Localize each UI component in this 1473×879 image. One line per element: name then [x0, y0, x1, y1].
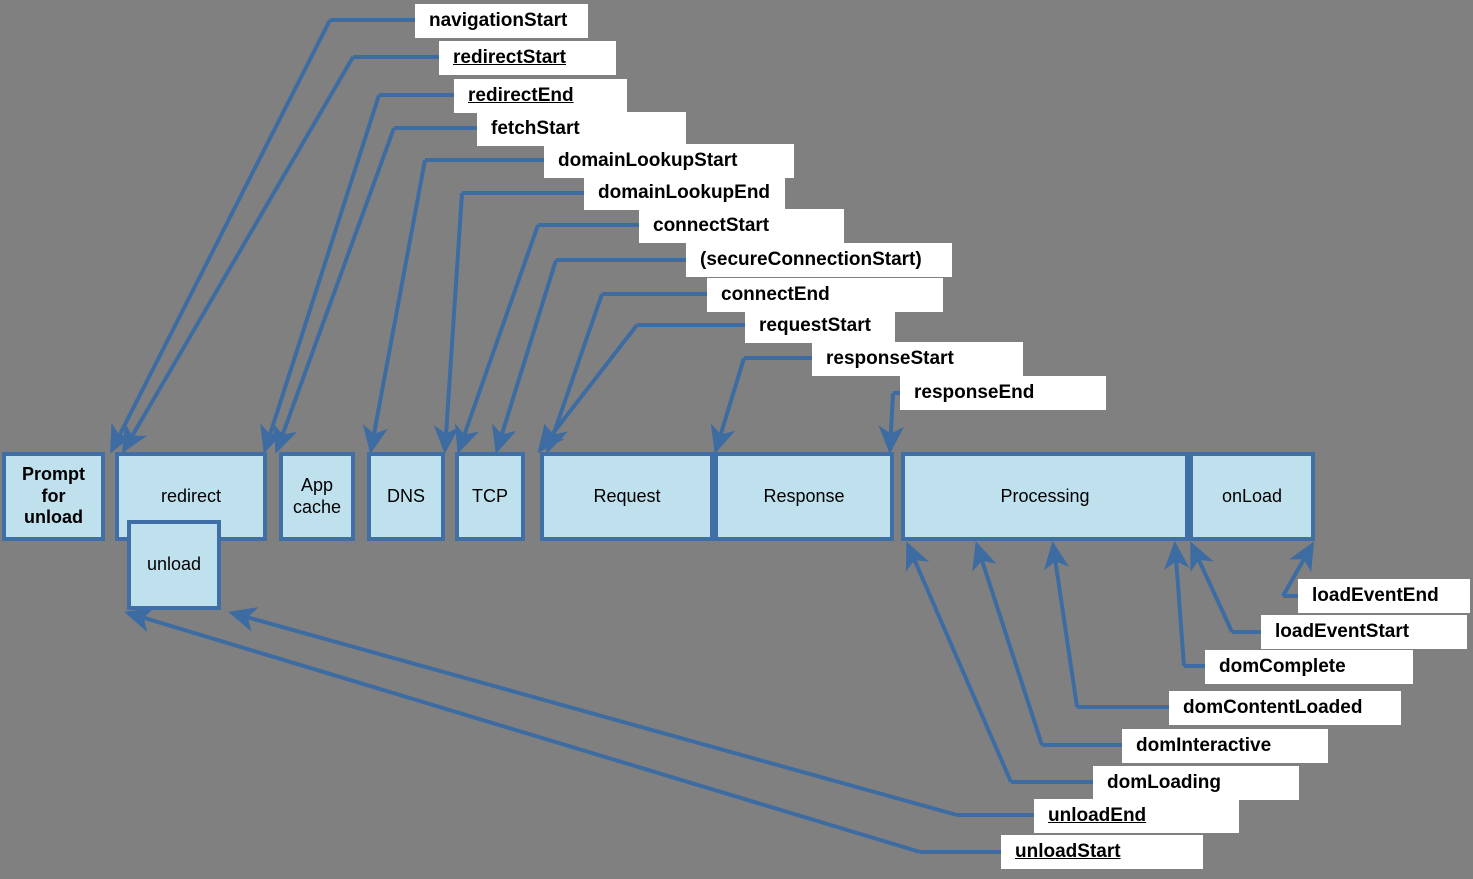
callout-dom-complete-label: domComplete	[1219, 656, 1346, 677]
callout-load-event-end[interactable]: loadEventEnd	[1298, 579, 1470, 613]
callout-dom-interactive-label: domInteractive	[1136, 735, 1272, 756]
callout-domain-lookup-end[interactable]: domainLookupEnd	[584, 176, 785, 210]
wire-unload-start-rise	[124, 607, 921, 854]
callout-dom-content-loaded[interactable]: domContentLoaded	[1169, 691, 1401, 725]
wire-dom-interactive-rise	[972, 541, 1044, 746]
callout-connect-end-label: connectEnd	[721, 284, 830, 305]
phase-tcp[interactable]: TCP	[455, 452, 525, 541]
wire-request-start-drop	[537, 323, 639, 454]
callout-secure-connection-start[interactable]: (secureConnectionStart)	[686, 243, 952, 277]
callout-navigation-start-label: navigationStart	[429, 10, 568, 31]
callout-dom-complete[interactable]: domComplete	[1205, 650, 1413, 684]
wire-connect-start-drop	[454, 224, 540, 454]
callout-request-start-label: requestStart	[759, 315, 871, 336]
wire-fetch-start-drop	[273, 127, 396, 454]
callout-unload-start[interactable]: unloadStart	[1001, 835, 1203, 869]
phase-processing-label: Processing	[1000, 485, 1090, 506]
callout-dom-content-loaded-label: domContentLoaded	[1183, 697, 1363, 718]
callout-dom-interactive[interactable]: domInteractive	[1122, 729, 1328, 763]
callout-request-start[interactable]: requestStart	[745, 309, 895, 343]
wire-load-event-start-rise	[1190, 541, 1234, 633]
phase-request-label: Request	[593, 485, 661, 506]
wire-domain-lookup-start-drop	[362, 159, 427, 454]
wire-redirect-start-drop	[121, 55, 355, 454]
callout-redirect-start-label: redirectStart	[453, 47, 566, 68]
callout-domain-lookup-end-label: domainLookupEnd	[598, 182, 771, 203]
callout-connect-end[interactable]: connectEnd	[707, 278, 943, 312]
callout-navigation-start[interactable]: navigationStart	[415, 4, 588, 38]
phase-prompt-for-unload[interactable]: Prompt for unload	[2, 452, 105, 541]
callout-redirect-end-label: redirectEnd	[468, 85, 574, 106]
callout-dom-loading[interactable]: domLoading	[1093, 766, 1299, 800]
phase-onload-label: onLoad	[1221, 485, 1283, 506]
callout-load-event-start[interactable]: loadEventStart	[1261, 615, 1467, 649]
callout-unload-end-label: unloadEnd	[1048, 805, 1147, 826]
wire-secure-connection-drop	[491, 259, 558, 454]
phase-prompt-for-unload-label: Prompt for unload	[22, 463, 85, 528]
wire-domain-lookup-end-drop	[433, 192, 464, 454]
callout-redirect-start[interactable]: redirectStart	[439, 41, 616, 75]
wire-navigation-start-drop	[110, 19, 332, 454]
callout-load-event-start-label: loadEventStart	[1275, 621, 1410, 642]
phase-onload[interactable]: onLoad	[1189, 452, 1315, 541]
callout-unload-start-label: unloadStart	[1015, 841, 1121, 862]
callout-load-event-end-label: loadEventEnd	[1312, 585, 1439, 606]
phase-redirect-label: redirect	[160, 485, 222, 506]
callout-unload-end[interactable]: unloadEnd	[1034, 799, 1239, 833]
phase-dns[interactable]: DNS	[367, 452, 445, 541]
phase-app-cache[interactable]: App cache	[279, 452, 355, 541]
callout-connect-start-label: connectStart	[653, 215, 770, 236]
callout-secure-connection-start-label: (secureConnectionStart)	[700, 249, 922, 270]
wire-dom-complete-rise	[1164, 541, 1190, 667]
wire-response-start-drop	[710, 357, 746, 454]
wire-connect-end-drop	[543, 293, 604, 454]
phase-tcp-label: TCP	[472, 485, 508, 506]
callout-response-end-label: responseEnd	[914, 382, 1035, 403]
wire-response-end-drop	[878, 392, 905, 454]
callout-response-start-label: responseStart	[826, 348, 954, 369]
callout-fetch-start[interactable]: fetchStart	[477, 112, 686, 146]
wire-unload-end-rise	[228, 607, 958, 817]
callout-redirect-end[interactable]: redirectEnd	[454, 79, 627, 113]
wire-dom-loading-rise	[905, 541, 1013, 783]
callout-domain-lookup-start-label: domainLookupStart	[558, 150, 738, 171]
phase-processing[interactable]: Processing	[901, 452, 1189, 541]
callout-response-start[interactable]: responseStart	[812, 342, 1023, 376]
phase-request[interactable]: Request	[540, 452, 714, 541]
phase-unload[interactable]: unload	[127, 520, 221, 610]
phase-app-cache-label: App cache	[292, 474, 342, 517]
callout-fetch-start-label: fetchStart	[491, 118, 580, 139]
phase-response-label: Response	[763, 485, 845, 506]
phase-unload-label: unload	[146, 554, 202, 575]
wire-redirect-end-drop	[260, 94, 381, 454]
callout-dom-loading-label: domLoading	[1107, 772, 1221, 793]
callout-connect-start[interactable]: connectStart	[639, 209, 844, 243]
callout-domain-lookup-start[interactable]: domainLookupStart	[544, 144, 794, 178]
callout-response-end[interactable]: responseEnd	[900, 376, 1106, 410]
phase-dns-label: DNS	[386, 485, 425, 506]
phase-response[interactable]: Response	[714, 452, 894, 541]
wire-dom-content-loaded-rise	[1043, 541, 1079, 708]
